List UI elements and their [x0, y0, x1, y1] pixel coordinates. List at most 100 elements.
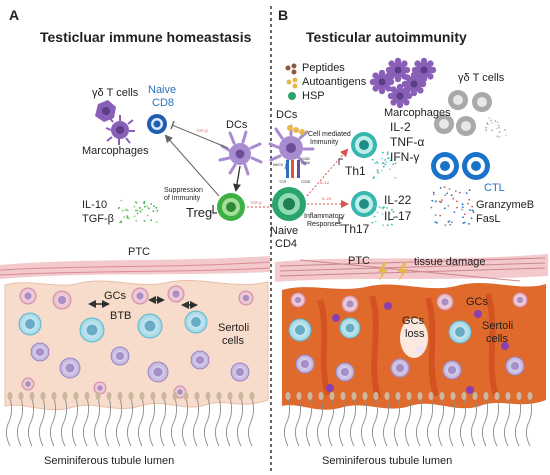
label-gcs-loss-line1: GCs — [402, 315, 424, 327]
germ-cell — [436, 293, 454, 311]
btb-junction-icon — [88, 296, 198, 309]
naive-cd4-cell-icon — [272, 187, 306, 221]
gamma-delta-cluster-b — [434, 90, 492, 136]
germ-cells-a — [18, 285, 254, 399]
germ-cell — [93, 381, 107, 395]
macrophage-cluster-b — [369, 57, 437, 109]
legend-autoantigens: Autoantigens — [302, 76, 367, 88]
naive-cd8-cell-icon — [147, 114, 167, 134]
lightning-icon — [378, 262, 408, 282]
label-fasl: FasL — [476, 213, 501, 225]
label-ctl: CTL — [484, 182, 505, 194]
germ-cell — [341, 295, 359, 313]
germ-cell — [59, 357, 81, 379]
treg-cell-icon — [212, 193, 245, 221]
label-lumen-a: Seminiferous tubule lumen — [44, 455, 175, 467]
svg-text:CD80: CD80 — [301, 157, 310, 161]
svg-text:TGF-β: TGF-β — [196, 128, 208, 133]
germ-cell — [448, 320, 472, 344]
label-il2: IL-2 — [390, 120, 411, 134]
label-ptc-b: PTC — [348, 255, 370, 267]
gamma-delta-t-cell-icon — [95, 100, 116, 122]
dendritic-cell-icon — [218, 130, 263, 176]
dc-inhibit-cd8-line — [171, 124, 229, 149]
label-granzymeb: GranzymeB — [476, 199, 535, 211]
label-sertoli-b-line2: cells — [486, 333, 509, 345]
macrophage-icon — [385, 57, 411, 83]
ctl-cell-icon — [431, 152, 490, 180]
label-th1: Th1 — [345, 164, 366, 178]
germ-cell — [30, 342, 50, 362]
label-ptc-a: PTC — [128, 246, 150, 258]
germ-cell — [110, 346, 130, 366]
germ-cell — [21, 377, 35, 391]
label-dcs-b: DCs — [276, 109, 298, 121]
label-lumen-b: Seminiferous tubule lumen — [322, 455, 453, 467]
label-gcs-loss-line2: loss — [405, 328, 425, 340]
germ-cell — [137, 313, 163, 339]
germ-cell — [190, 350, 210, 370]
germ-cell — [339, 317, 361, 339]
th1-bracket-icon — [338, 158, 343, 165]
svg-text:CD28: CD28 — [301, 180, 310, 184]
panel-letter-a: A — [9, 7, 20, 23]
ptc-layer-a — [0, 256, 271, 279]
germ-cell — [184, 310, 208, 334]
germ-cell — [238, 290, 254, 306]
label-inflammatory-line1: Inflammatory — [304, 213, 345, 220]
sperm-tails-b — [283, 392, 533, 447]
germ-cell — [230, 362, 250, 382]
label-il17: IL-17 — [384, 209, 412, 223]
label-inflammatory-line2: Responses — [307, 221, 343, 228]
cd4-to-th1-arrow — [306, 148, 349, 197]
legend-hsp: HSP — [302, 90, 325, 102]
label-gamma-delta-b: γδ T cells — [458, 72, 505, 84]
label-ifng: IFN-γ — [390, 150, 420, 164]
legend-peptides: Peptides — [302, 62, 345, 74]
label-sertoli-a-line2: cells — [222, 335, 245, 347]
label-il22: IL-22 — [384, 193, 412, 207]
ptc-layer-b — [275, 254, 548, 282]
macrophage-icon — [411, 57, 437, 83]
germ-cell — [290, 292, 306, 308]
label-th17: Th17 — [342, 222, 370, 236]
label-btb: BTB — [110, 310, 132, 322]
th17-cell-icon — [351, 191, 377, 217]
label-sertoli-b-line1: Sertoli — [482, 320, 514, 332]
legend-peptides-icon — [285, 63, 297, 75]
germ-cell — [147, 361, 169, 383]
macrophage-icon — [105, 115, 135, 145]
label-treg: Treg — [186, 205, 213, 220]
cytokine-spray-b — [371, 117, 507, 227]
macrophage-icon — [387, 83, 413, 109]
panel-title-b: Testicular autoimmunity — [306, 29, 467, 45]
dendritic-cell-b-icon — [268, 124, 315, 170]
legend-hsp-icon — [288, 92, 296, 100]
germ-cell — [167, 285, 185, 303]
svg-text:TCR: TCR — [279, 180, 287, 184]
label-naive-cd8-line2: CD8 — [152, 97, 175, 109]
label-cell-mediated-line2: Immunity — [310, 139, 339, 146]
germ-cell — [131, 287, 149, 305]
label-tnfa: TNF-α — [390, 135, 425, 149]
label-suppression-line2: of Immunity — [164, 195, 201, 202]
cytokine-spray-a — [117, 199, 159, 224]
germ-cell — [19, 287, 37, 305]
germ-cell — [288, 318, 312, 342]
germ-cell — [52, 290, 72, 310]
th17-bracket-icon — [338, 217, 343, 224]
svg-text:TGF-β: TGF-β — [250, 200, 262, 205]
label-naive-cd4-line1: Naive — [270, 225, 299, 237]
germ-cell — [505, 356, 525, 376]
label-cell-mediated-line1: Cell mediated — [308, 131, 351, 138]
germ-cells-b — [288, 292, 528, 394]
label-suppression-line1: Suppression — [164, 187, 203, 194]
th1-cell-icon — [351, 132, 377, 158]
germ-cell — [442, 360, 462, 380]
svg-text:IL-23: IL-23 — [322, 196, 332, 201]
panel-letter-b: B — [278, 7, 289, 23]
svg-text:IL-12: IL-12 — [320, 180, 330, 185]
label-il10: IL-10 — [82, 199, 108, 211]
